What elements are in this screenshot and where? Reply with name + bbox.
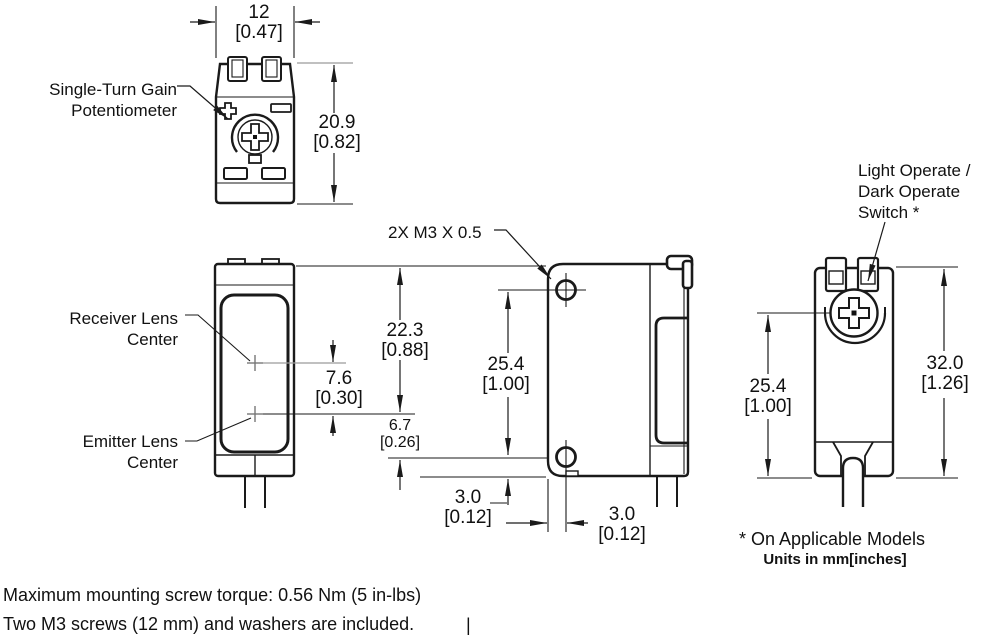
minus-marking <box>270 103 292 113</box>
single-turn-gain-label: Single-Turn Gain Potentiometer <box>49 80 177 120</box>
receiver-leader <box>185 314 251 362</box>
dim-lens-spacing: 7.6 [0.30] <box>315 368 363 409</box>
dim-hole-to-bottom-lines <box>420 476 546 505</box>
dim-pot-to-bottom: 25.4 [1.00] <box>744 376 792 417</box>
top-tab-left <box>227 56 248 82</box>
cable-gland <box>832 441 874 477</box>
side-label-recess <box>654 316 688 445</box>
mounting-thread-label: 2X M3 X 0.5 <box>388 223 482 242</box>
indicator-window-left <box>223 167 248 180</box>
dim-hole-to-face-lines <box>506 475 588 532</box>
torque-note: Maximum mounting screw torque: 0.56 Nm (… <box>3 585 422 605</box>
side-view <box>420 229 694 532</box>
dim-top-to-emitter-lines <box>296 265 546 412</box>
screws-note: Two M3 screws (12 mm) and washers are in… <box>3 614 415 634</box>
dim-hole-to-bottom: 3.0 [0.12] <box>444 487 492 528</box>
dim-pot-to-bottom-lines <box>757 312 830 479</box>
dim-emitter-to-hole: 6.7 [0.26] <box>379 417 421 451</box>
single-turn-leader <box>177 85 229 120</box>
text-cursor: | <box>466 615 471 635</box>
receiver-lens-label: Receiver Lens Center <box>69 309 178 349</box>
dim-hole-spacing: 25.4 [1.00] <box>482 354 530 395</box>
cable <box>841 456 865 507</box>
back-tab-left <box>824 256 848 293</box>
lens-window <box>219 293 290 454</box>
dim-hole-to-face: 3.0 [0.12] <box>598 504 646 545</box>
units-note: Units in mm[inches] <box>763 551 907 568</box>
receiver-lens-cross <box>247 355 263 371</box>
dim-housing-depth-lines <box>297 62 353 205</box>
emitter-lens-cross <box>247 406 263 422</box>
indicator-window-right <box>261 167 286 180</box>
dim-housing-height: 32.0 [1.26] <box>921 353 969 394</box>
dim-housing-height-lines <box>896 266 958 479</box>
lodo-leader <box>867 221 886 282</box>
dim-top-to-emitter: 22.3 [0.88] <box>381 320 429 361</box>
dim-housing-width-lines <box>190 6 320 58</box>
lodo-switch-pot <box>823 288 887 345</box>
front-view <box>185 258 586 508</box>
top-tab-right <box>261 56 282 82</box>
top-view <box>177 6 353 205</box>
emitter-lens-label: Emitter Lens Center <box>82 432 178 472</box>
emitter-leader <box>185 417 252 442</box>
back-view <box>757 221 958 507</box>
gain-potentiometer <box>230 113 280 164</box>
dim-housing-width: 12 [0.47] <box>235 2 283 43</box>
applicable-models-note: * On Applicable Models <box>738 529 926 549</box>
light-dark-switch-label: Light Operate / Dark Operate Switch * <box>858 161 971 222</box>
m3-leader <box>494 229 552 280</box>
dim-housing-depth: 20.9 [0.82] <box>313 112 361 153</box>
